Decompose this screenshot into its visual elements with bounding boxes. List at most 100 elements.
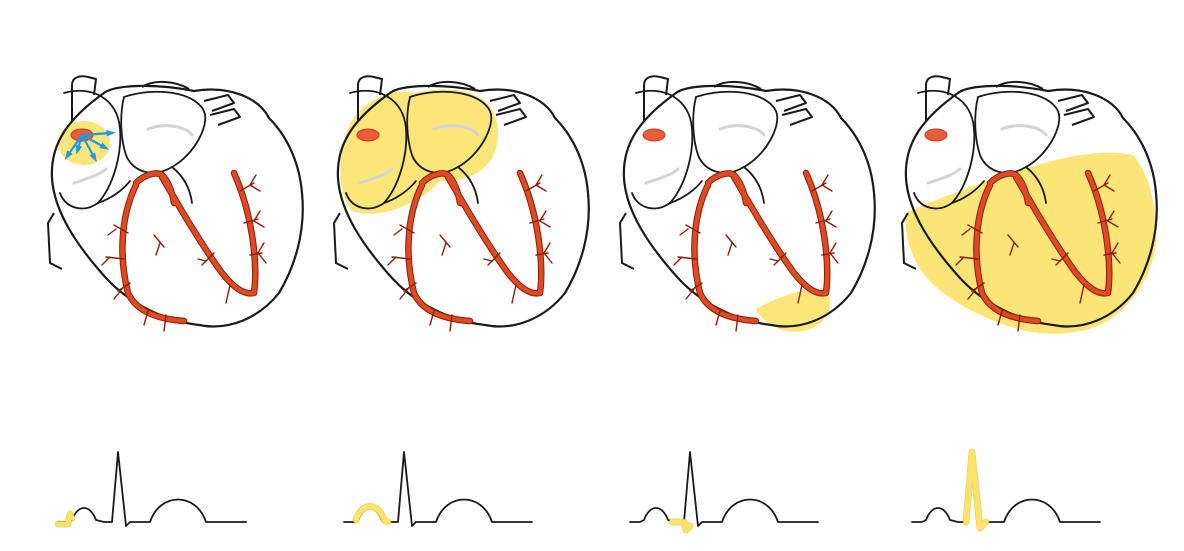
right-bundle-branch bbox=[120, 182, 187, 324]
right-atrium-wall bbox=[913, 89, 976, 210]
pulmonary-vein-2 bbox=[781, 108, 813, 126]
purkinje-fiber bbox=[253, 210, 261, 222]
atria-activation-zone bbox=[340, 89, 498, 214]
purkinje-fiber bbox=[769, 258, 779, 262]
purkinje-fiber bbox=[535, 184, 547, 192]
impulse-arrow-icon bbox=[66, 133, 84, 157]
inferior-vena-cava bbox=[900, 212, 917, 270]
purkinje-fiber bbox=[393, 228, 403, 236]
purkinje-fiber bbox=[257, 252, 267, 264]
purkinje-fiber bbox=[689, 282, 703, 292]
purkinje-fiber bbox=[1079, 284, 1085, 304]
purkinje-fiber bbox=[685, 224, 701, 234]
chamber-shading-1 bbox=[644, 167, 680, 185]
ecg-waveform bbox=[343, 451, 533, 527]
stage-panel-3 bbox=[572, 0, 876, 551]
purkinje-fiber bbox=[113, 224, 129, 234]
right-bundle-branch bbox=[406, 182, 473, 324]
heart-group bbox=[618, 75, 876, 332]
left-atrium-wall bbox=[974, 90, 1061, 174]
purkinje-fiber bbox=[439, 234, 451, 248]
septum-right bbox=[743, 166, 765, 204]
pulmonary-vein-1 bbox=[203, 94, 235, 112]
purkinje-fiber bbox=[153, 234, 165, 248]
purkinje-fiber bbox=[117, 282, 131, 292]
purkinje-fiber bbox=[387, 256, 397, 266]
sa-node bbox=[642, 128, 666, 142]
purkinje-fiber bbox=[543, 242, 551, 254]
purkinje-fiber bbox=[955, 256, 965, 266]
purkinje-fiber bbox=[997, 310, 1003, 326]
ecg-waveform bbox=[57, 451, 247, 527]
purkinje-fiber bbox=[1107, 220, 1119, 228]
purkinje-fiber bbox=[673, 256, 683, 266]
purkinje-fiber bbox=[825, 210, 833, 222]
purkinje-fiber bbox=[429, 310, 435, 326]
purkinje-fiber bbox=[487, 252, 501, 266]
left-atrium-wall bbox=[120, 90, 207, 174]
purkinje-fiber bbox=[483, 258, 493, 262]
purkinje-fiber bbox=[1103, 184, 1115, 192]
chamber-shading-2 bbox=[432, 124, 480, 137]
purkinje-fiber bbox=[511, 284, 517, 304]
purkinje-fiber bbox=[679, 228, 689, 236]
sa-node bbox=[356, 128, 380, 142]
ecg-waveform bbox=[629, 451, 819, 527]
purkinje-fiber bbox=[107, 228, 117, 236]
ecg-group bbox=[343, 451, 533, 527]
chamber-shading-2 bbox=[146, 124, 194, 137]
purkinje-fiber bbox=[249, 184, 261, 192]
purkinje-fiber bbox=[399, 224, 415, 234]
purkinje-fiber bbox=[163, 314, 167, 332]
pulmonary-vein-1 bbox=[775, 94, 807, 112]
purkinje-fiber bbox=[239, 182, 255, 192]
left-bundle-branch bbox=[445, 170, 544, 296]
purkinje-fiber bbox=[961, 228, 971, 236]
heart-illustration bbox=[900, 75, 1158, 334]
heart-group bbox=[46, 75, 304, 332]
septum-right bbox=[457, 166, 479, 204]
pulmonary-vein-2 bbox=[1063, 108, 1095, 126]
purkinje-fiber bbox=[1097, 218, 1113, 224]
inferior-vena-cava bbox=[46, 212, 63, 270]
purkinje-fiber bbox=[535, 252, 549, 256]
purkinje-fiber bbox=[1007, 234, 1019, 248]
purkinje-fiber bbox=[543, 252, 553, 264]
ecg-group bbox=[54, 451, 247, 528]
chamber-shading-2 bbox=[1000, 124, 1048, 137]
ecg-trace bbox=[343, 451, 533, 527]
right-bundle-branch bbox=[692, 182, 759, 324]
purkinje-fiber bbox=[449, 314, 453, 332]
heart-outline bbox=[904, 84, 1158, 328]
impulse-arrow-icon bbox=[80, 131, 112, 137]
purkinje-fiber bbox=[539, 220, 551, 228]
sa-node bbox=[924, 128, 948, 142]
ecg-waveform bbox=[911, 451, 1101, 527]
pulmonary-vein-2 bbox=[209, 108, 241, 126]
stage-panel-2 bbox=[286, 0, 590, 551]
purkinje-fiber bbox=[1093, 182, 1109, 192]
chamber-shading-1 bbox=[72, 167, 108, 185]
heart-illustration bbox=[332, 75, 590, 332]
purkinje-fiber bbox=[811, 182, 827, 192]
purkinje-fiber bbox=[539, 210, 547, 222]
purkinje-fiber bbox=[1107, 210, 1115, 222]
purkinje-fiber bbox=[201, 252, 215, 266]
impulse-arrowhead-icon bbox=[89, 152, 97, 163]
heart-group bbox=[900, 75, 1158, 334]
left-bundle-branch bbox=[731, 170, 830, 296]
ecg-trace bbox=[54, 451, 247, 528]
ecg-group bbox=[911, 448, 1101, 532]
ecg-group bbox=[629, 451, 819, 534]
purkinje-fiber bbox=[815, 218, 831, 224]
purkinje-fiber bbox=[197, 258, 207, 262]
inferior-vena-cava bbox=[618, 212, 635, 270]
heart-outline bbox=[336, 84, 590, 328]
purkinje-fiber bbox=[243, 218, 259, 224]
purkinje-fiber bbox=[1103, 174, 1111, 186]
purkinje-fiber bbox=[821, 174, 829, 186]
purkinje-fiber bbox=[735, 314, 739, 332]
purkinje-fiber bbox=[1111, 242, 1119, 254]
impulse-arrowhead-icon bbox=[75, 144, 83, 155]
